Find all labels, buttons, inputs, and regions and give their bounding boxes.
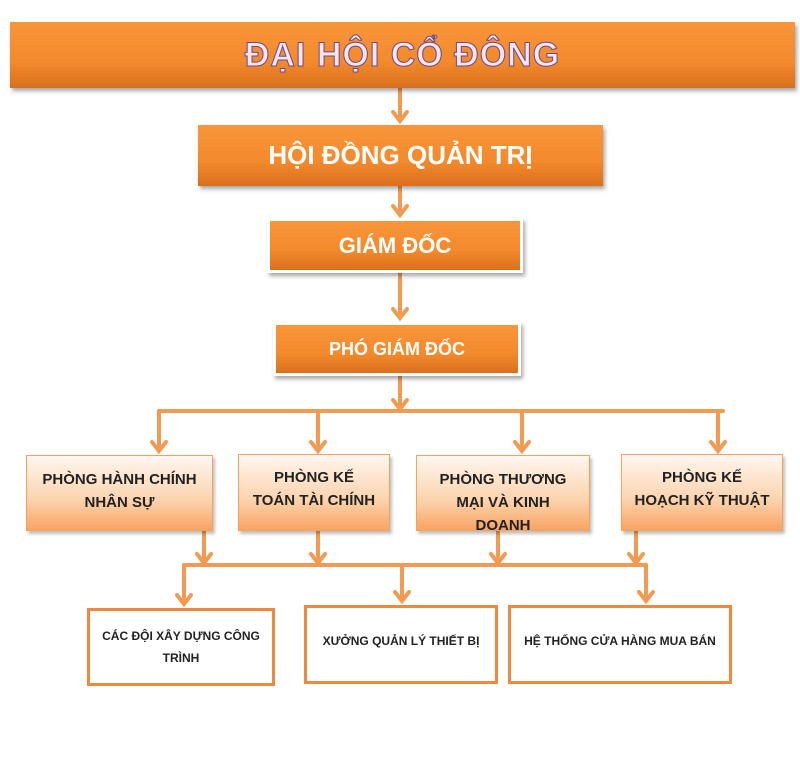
unit-box: HỆ THỐNG CỬA HÀNG MUA BÁN — [508, 605, 732, 684]
arrows-to-departments — [150, 409, 727, 455]
arrow-board-to-director — [391, 184, 409, 219]
department-label: PHÒNG KẾ TOÁN TÀI CHÍNH — [252, 469, 376, 509]
unit-label: CÁC ĐỘI XÂY DỰNG CÔNG TRÌNH — [102, 629, 260, 665]
deputy-label: PHÓ GIÁM ĐỐC — [328, 338, 465, 359]
unit-box: CÁC ĐỘI XÂY DỰNG CÔNG TRÌNH — [87, 608, 275, 686]
unit-box: XƯỞNG QUẢN LÝ THIẾT BỊ — [304, 605, 498, 684]
department-box: PHÒNG KẾ TOÁN TÀI CHÍNH — [238, 454, 390, 531]
department-box: PHÒNG THƯƠNG MẠI VÀ KINH DOANH — [416, 455, 590, 534]
top-label: ĐẠI HỘI CỔ ĐÔNG — [244, 35, 561, 74]
department-label: PHÒNG KẾ HOẠCH KỸ THUẬT — [634, 469, 770, 509]
arrow-director-to-deputy — [391, 271, 409, 322]
department-label: PHÒNG THƯƠNG MẠI VÀ KINH DOANH — [439, 471, 567, 534]
director-box: GIÁM ĐỐC — [267, 218, 523, 273]
department-label: PHÒNG HÀNH CHÍNH NHÂN SỰ — [42, 471, 197, 511]
department-box: PHÒNG HÀNH CHÍNH NHÂN SỰ — [26, 455, 213, 531]
arrow-top-to-board — [391, 86, 409, 125]
top-box-shareholders: ĐẠI HỘI CỔ ĐÔNG — [10, 22, 795, 88]
department-box: PHÒNG KẾ HOẠCH KỸ THUẬT — [621, 454, 783, 531]
arrows-to-units — [175, 563, 655, 608]
board-box: HỘI ĐỒNG QUẢN TRỊ — [198, 125, 603, 186]
unit-label: HỆ THỐNG CỬA HÀNG MUA BÁN — [524, 634, 716, 648]
unit-label: XƯỞNG QUẢN LÝ THIẾT BỊ — [322, 634, 480, 648]
director-label: GIÁM ĐỐC — [338, 232, 452, 258]
deputy-box: PHÓ GIÁM ĐỐC — [273, 322, 521, 376]
board-label: HỘI ĐỒNG QUẢN TRỊ — [268, 140, 533, 170]
arrow-deputy-to-bus — [391, 374, 409, 413]
